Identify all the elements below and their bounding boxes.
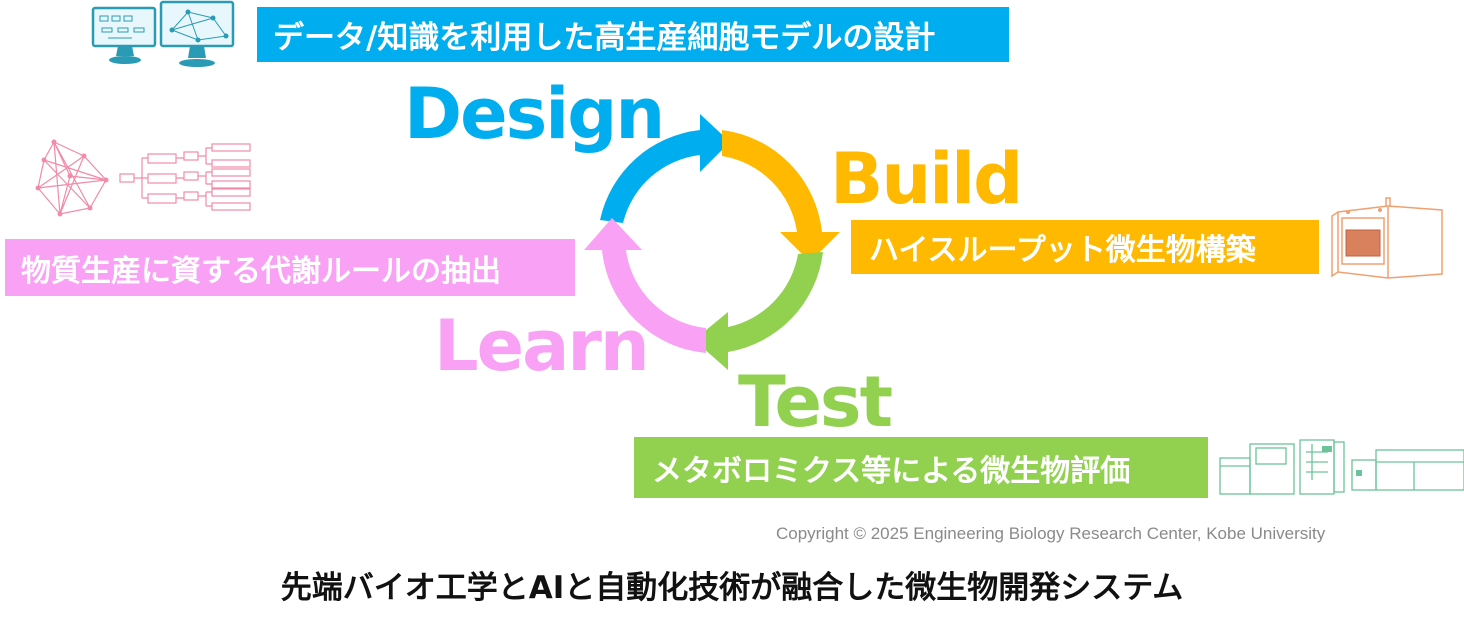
build-arc-arrow xyxy=(722,130,840,262)
copyright-text: Copyright © 2025 Engineering Biology Res… xyxy=(776,524,1326,543)
design-arc-arrow xyxy=(600,114,730,223)
phase-label-design: Design xyxy=(404,73,665,155)
network-graph-icon xyxy=(35,139,251,217)
test-arc-arrow xyxy=(694,252,823,370)
phase-label-test: Test xyxy=(738,361,893,443)
phase-label-build: Build xyxy=(830,138,1023,220)
dual-monitor-icon xyxy=(91,0,235,67)
learn-arc-arrow xyxy=(584,218,706,353)
learn-banner: 物質生産に資する代謝ルールの抽出 xyxy=(5,239,575,296)
analyzer-instruments-icon xyxy=(1219,439,1464,495)
phase-label-learn: Learn xyxy=(434,305,650,387)
dbtl-cycle-diagram xyxy=(584,114,840,370)
design-banner: データ/知識を利用した高生産細胞モデルの設計 xyxy=(257,7,1009,62)
test-banner: メタボロミクス等による微生物評価 xyxy=(634,437,1208,498)
footer-caption: 先端バイオ工学とAIと自動化技術が融合した微生物開発システム xyxy=(280,570,1184,606)
build-banner: ハイスループット微生物構築 xyxy=(851,220,1319,274)
lab-robot-icon xyxy=(1331,197,1443,279)
